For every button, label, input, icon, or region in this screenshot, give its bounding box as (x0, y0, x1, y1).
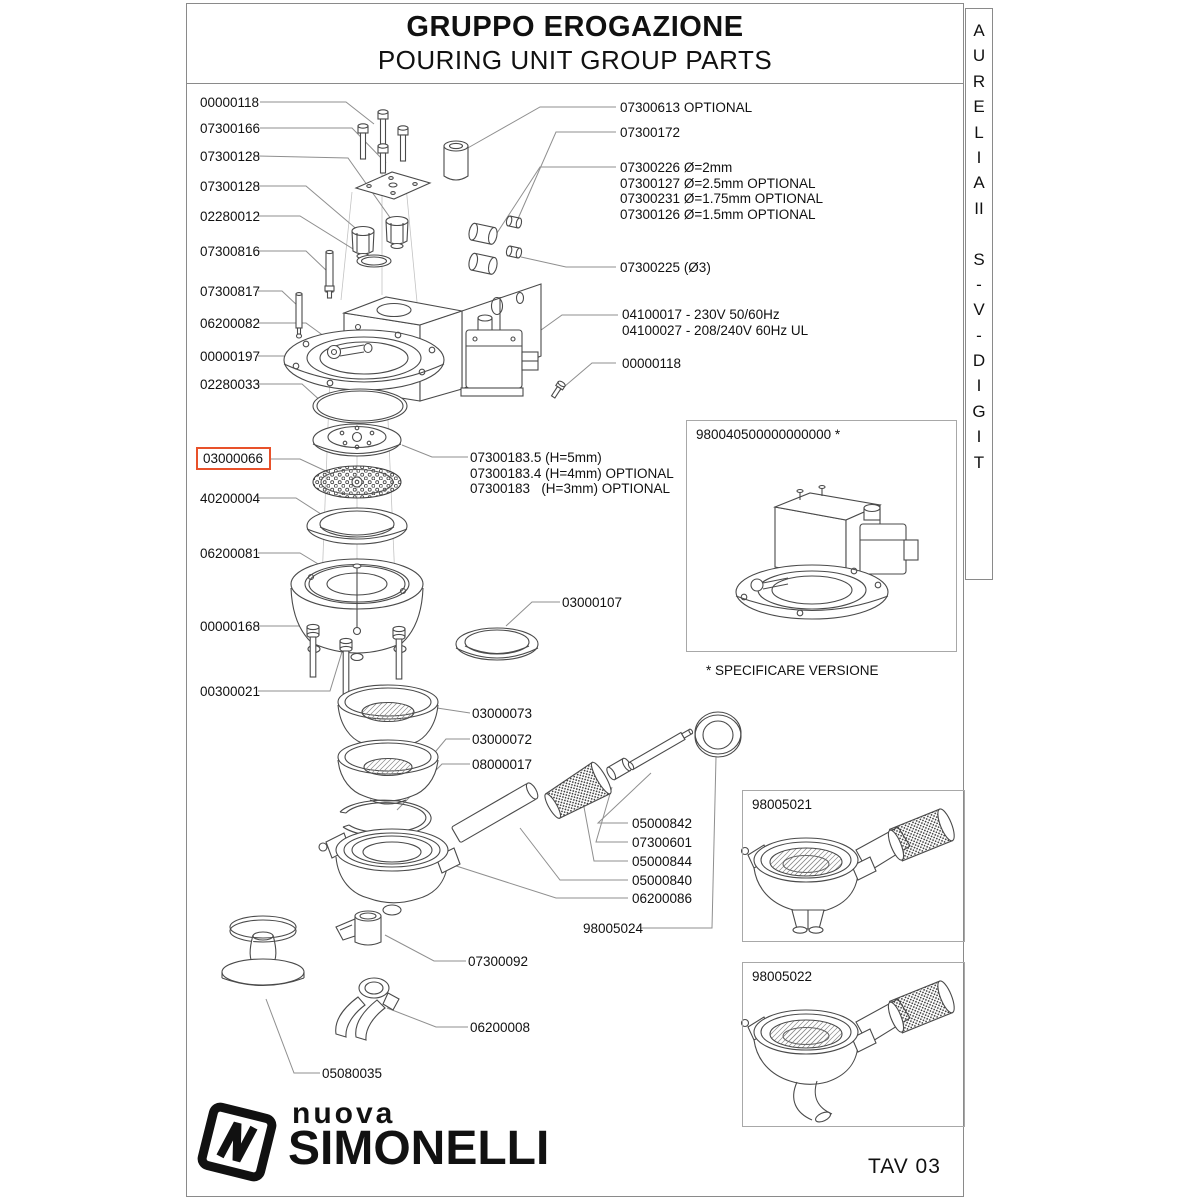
drawing-frame (186, 3, 964, 1197)
part-label-07300613: 07300613 OPTIONAL (620, 100, 753, 115)
brand-logo-simonelli: SIMONELLI (288, 1122, 550, 1175)
part-label-07300816: 07300816 (200, 244, 261, 259)
part-label-07300166: 07300166 (200, 121, 261, 136)
part-label-06200008: 06200008 (470, 1020, 531, 1035)
part-label-07300172: 07300172 (620, 125, 681, 140)
brand-logo-nuova: nuova (292, 1097, 396, 1130)
part-label-00000118-top: 00000118 (200, 95, 260, 110)
plate-number: TAV 03 (868, 1155, 941, 1178)
part-label-05080035: 05080035 (322, 1066, 383, 1081)
top-plate (354, 171, 432, 200)
screen-ring (306, 507, 408, 545)
part-label-03000066-highlighted: 03000066 (196, 447, 272, 470)
tamper (221, 915, 305, 987)
part-label-05000842: 05000842 (632, 816, 693, 831)
part-label-07300126: 07300126 Ø=1.5mm OPTIONAL (620, 206, 816, 222)
part-label-07300226: 07300226 Ø=2mm (620, 160, 733, 175)
part-label-07300231: 07300231 Ø=1.75mm OPTIONAL (620, 191, 823, 206)
part-label-00300021: 00300021 (200, 684, 261, 699)
part-label-07300601: 07300601 (632, 835, 693, 850)
dose-clip (335, 910, 382, 946)
part-label-98005024: 98005024 (583, 921, 644, 936)
part-label-04100027: 04100027 - 208/240V 60Hz UL (622, 322, 809, 338)
part-label-03000107: 03000107 (562, 595, 623, 610)
portafilter-body (318, 782, 539, 916)
gicleur-label-group: 07300226 Ø=2mm 07300127 Ø=2.5mm OPTIONAL… (620, 160, 823, 222)
title-separator (186, 83, 964, 84)
part-label-02280012: 02280012 (200, 209, 261, 224)
hex-fittings (351, 215, 409, 260)
group-flange (283, 329, 445, 391)
part-label-06200081: 06200081 (200, 546, 261, 561)
handle-parts (544, 711, 742, 819)
part-label-08000017: 08000017 (472, 757, 533, 772)
spout-fork (335, 977, 400, 1041)
part-label-00000118-right: 00000118 (622, 356, 682, 371)
model-sidebar: A U R E L I A II S - V - D I G I T (965, 8, 993, 580)
part-label-07300817: 07300817 (200, 284, 261, 299)
part-label-98005022: 98005022 (752, 969, 813, 984)
part-label-07300183-5: 07300183.5 (H=5mm) (470, 450, 602, 465)
page-title-english: POURING UNIT GROUP PARTS (377, 45, 773, 75)
spacer-ring (455, 627, 539, 661)
part-label-06200082: 06200082 (200, 316, 261, 331)
part-label-04100017: 04100017 - 230V 50/60Hz (622, 307, 780, 322)
part-label-07300183: 07300183 (H=3mm) OPTIONAL (470, 481, 670, 496)
part-label-03000072: 03000072 (472, 732, 533, 747)
part-label-07300128-b: 07300128 (200, 179, 261, 194)
shower-screen (312, 465, 402, 499)
part-drawings (221, 109, 955, 1123)
part-label-05000840: 05000840 (632, 873, 693, 888)
page-title-italian: GRUPPO EROGAZIONE (406, 11, 744, 43)
assembled-group-inset (686, 420, 957, 652)
part-label-02280033: 02280033 (200, 377, 261, 392)
portafilter-double-inset (742, 790, 965, 942)
part-label-40200004: 40200004 (200, 491, 261, 506)
filter-basket-double (337, 684, 439, 749)
portafilter-single-drawing (740, 980, 955, 1123)
assembled-group-drawing (735, 484, 919, 620)
part-label-05000844: 05000844 (632, 854, 693, 869)
part-label-07300183-4: 07300183.4 (H=4mm) OPTIONAL (470, 465, 674, 481)
solenoid-valve (460, 314, 566, 399)
small-gasket (356, 254, 392, 268)
note-specificare-versione: * SPECIFICARE VERSIONE (706, 663, 879, 678)
brand-logo-icon (197, 1102, 277, 1182)
part-label-07300128-a: 07300128 (200, 149, 261, 164)
part-label-03000073: 03000073 (472, 706, 533, 721)
gicleur-fittings (468, 215, 523, 275)
part-label-07300127: 07300127 Ø=2.5mm OPTIONAL (620, 175, 816, 191)
group-body (290, 558, 424, 662)
part-label-00000168: 00000168 (200, 619, 261, 634)
screws-top (357, 109, 409, 174)
solenoid-label-group: 04100017 - 230V 50/60Hz 04100027 - 208/2… (622, 307, 808, 338)
diffuser-disc (312, 423, 402, 457)
screws-bottom (306, 623, 406, 696)
filter-basket-single (337, 739, 439, 805)
part-label-00000197: 00000197 (200, 349, 261, 364)
portafilter-double-drawing (740, 808, 955, 934)
part-label-07300225: 07300225 (Ø3) (620, 260, 711, 275)
part-label-07300092: 07300092 (468, 954, 529, 969)
cap-cylinder (443, 140, 469, 181)
group-oring (312, 388, 408, 424)
part-label-06200086: 06200086 (632, 891, 693, 906)
part-label-assembly-code: 980040500000000000 * (696, 427, 841, 442)
part-label-98005021: 98005021 (752, 797, 813, 812)
gasket-label-group: 07300183.5 (H=5mm) 07300183.4 (H=4mm) OP… (470, 450, 674, 497)
pins (295, 249, 335, 339)
portafilter-single-inset (742, 962, 965, 1127)
